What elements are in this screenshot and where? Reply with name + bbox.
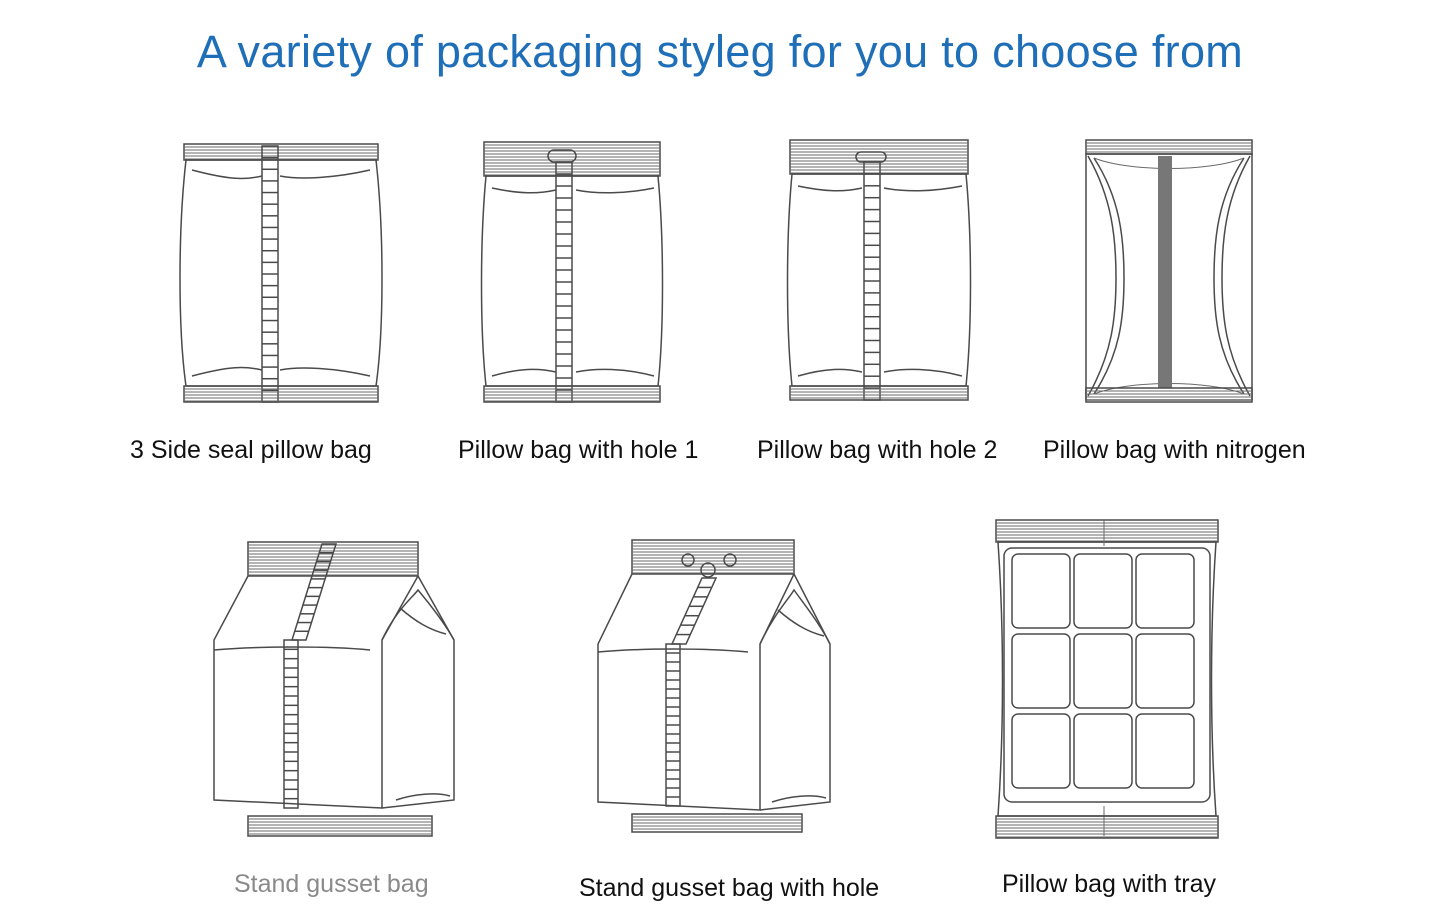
inflated-pillow-bag-illustration <box>1085 139 1253 403</box>
tray-cell <box>1073 553 1133 629</box>
style-label: Pillow bag with nitrogen <box>1043 436 1306 464</box>
style-label: Pillow bag with hole 1 <box>458 436 699 464</box>
diagonal-seal-strip <box>670 577 718 645</box>
back-seal-strip <box>665 643 681 807</box>
style-tray: Pillow bag with tray <box>980 510 1260 910</box>
style-hole-2: Pillow bag with hole 2 <box>726 128 1026 480</box>
style-stand-gusset: Stand gusset bag <box>200 530 480 910</box>
crimped-seal-edge <box>247 815 433 837</box>
style-label: Pillow bag with tray <box>1002 870 1216 898</box>
tray-grid <box>1011 553 1195 789</box>
crimped-seal-edge <box>631 539 795 575</box>
style-label: Stand gusset bag <box>234 870 429 898</box>
gusset-bag-illustration <box>213 541 455 837</box>
crimped-seal-edge <box>789 139 969 175</box>
pillow-bag-hang-hole-illustration <box>480 141 664 403</box>
tray-pillow-bag-illustration <box>995 519 1219 839</box>
back-seal-strip <box>863 161 881 401</box>
style-hole-1: Pillow bag with hole 1 <box>420 130 720 480</box>
crimped-seal-edge <box>631 813 803 833</box>
style-label: Pillow bag with hole 2 <box>757 436 998 464</box>
style-nitrogen: Pillow bag with nitrogen <box>1030 128 1330 480</box>
tray-cell <box>1135 553 1195 629</box>
style-label: 3 Side seal pillow bag <box>130 436 372 464</box>
crimped-seal-edge <box>1085 139 1253 155</box>
tray-cell <box>1073 713 1133 789</box>
pillow-bag-illustration <box>179 143 383 403</box>
tray-cell <box>1011 713 1071 789</box>
tray-cell <box>1073 633 1133 709</box>
back-seal-strip <box>555 161 573 403</box>
crimped-seal-edge <box>1085 387 1253 403</box>
crimped-seal-edge <box>183 385 379 403</box>
crimped-seal-edge <box>183 143 379 161</box>
tray-cell <box>1135 633 1195 709</box>
diagonal-seal-strip <box>290 543 338 641</box>
crimped-seal-edge <box>789 385 969 401</box>
style-label: Stand gusset bag with hole <box>579 874 880 902</box>
back-seal-strip <box>261 145 279 403</box>
back-seal-strip <box>283 639 299 809</box>
style-three-side-seal: 3 Side seal pillow bag <box>120 130 400 480</box>
page-title: A variety of packaging styleg for you to… <box>196 26 1244 77</box>
tray-cell <box>1011 633 1071 709</box>
gusset-bag-holes-illustration <box>597 539 831 833</box>
style-stand-gusset-hole: Stand gusset bag with hole <box>579 526 904 910</box>
tray-cell <box>1135 713 1195 789</box>
crimped-seal-edge <box>247 541 419 577</box>
crimped-seal-edge <box>995 519 1219 543</box>
crimped-seal-edge <box>483 385 661 403</box>
crimped-seal-edge <box>995 815 1219 839</box>
tray-cell <box>1011 553 1071 629</box>
pillow-bag-hang-hole-illustration <box>786 139 972 401</box>
